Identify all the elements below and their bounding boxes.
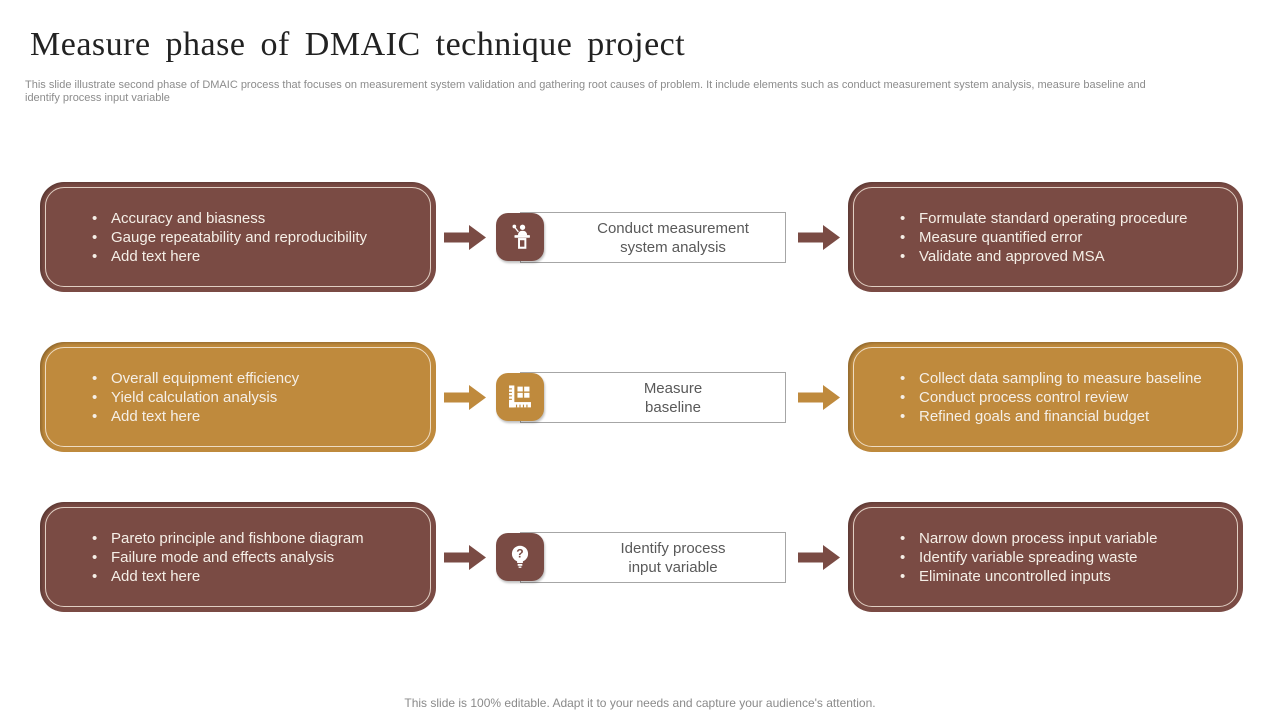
- bullet-item: Eliminate uncontrolled inputs: [898, 567, 1217, 586]
- presenter-podium-icon: [496, 213, 544, 261]
- svg-text:?: ?: [516, 547, 523, 561]
- bullet-item: Conduct process control review: [898, 388, 1217, 407]
- step-label-box: Measure baseline: [520, 372, 786, 423]
- right-arrow-icon: [798, 225, 840, 250]
- right-bullet-box: Narrow down process input variable Ident…: [848, 502, 1243, 612]
- bullet-item: Pareto principle and fishbone diagram: [90, 529, 410, 548]
- step-label: Measure: [643, 379, 703, 397]
- bullet-list: Overall equipment efficiency Yield calcu…: [40, 342, 436, 452]
- right-arrow-icon: [444, 545, 486, 570]
- right-arrow-icon: [798, 385, 840, 410]
- slide-subtitle: This slide illustrate second phase of DM…: [25, 79, 1146, 104]
- step-label: baseline: [645, 398, 701, 416]
- bullet-item: Gauge repeatability and reproducibility: [90, 228, 410, 247]
- step-label: system analysis: [620, 238, 726, 256]
- right-arrow-icon: [444, 225, 486, 250]
- bulb-question-icon: ?: [496, 533, 544, 581]
- bullet-item: Yield calculation analysis: [90, 388, 410, 407]
- right-bullet-box: Formulate standard operating procedure M…: [848, 182, 1243, 292]
- footer-note: This slide is 100% editable. Adapt it to…: [404, 696, 876, 710]
- bullet-item: Validate and approved MSA: [898, 247, 1217, 266]
- bullet-item: Identify variable spreading waste: [898, 548, 1217, 567]
- bullet-item: Narrow down process input variable: [898, 529, 1217, 548]
- right-bullet-box: Collect data sampling to measure baselin…: [848, 342, 1243, 452]
- process-row-measure-baseline: Overall equipment efficiency Yield calcu…: [0, 342, 1280, 452]
- bullet-item: Collect data sampling to measure baselin…: [898, 369, 1217, 388]
- ruler-measure-icon: [496, 373, 544, 421]
- bullet-item: Refined goals and financial budget: [898, 407, 1217, 426]
- bullet-item: Accuracy and biasness: [90, 209, 410, 228]
- bullet-list: Narrow down process input variable Ident…: [848, 502, 1243, 612]
- step-label: Conduct measurement: [597, 219, 749, 237]
- step-label-box: Identify process input variable: [520, 532, 786, 583]
- left-bullet-box: Accuracy and biasness Gauge repeatabilit…: [40, 182, 436, 292]
- bullet-list: Formulate standard operating procedure M…: [848, 182, 1243, 292]
- left-bullet-box: Pareto principle and fishbone diagram Fa…: [40, 502, 436, 612]
- page-title: Measure phase of DMAIC technique project: [30, 26, 686, 63]
- right-arrow-icon: [444, 385, 486, 410]
- step-label-box: Conduct measurement system analysis: [520, 212, 786, 263]
- bullet-list: Pareto principle and fishbone diagram Fa…: [40, 502, 436, 612]
- bullet-item: Failure mode and effects analysis: [90, 548, 410, 567]
- step-label: input variable: [628, 558, 718, 576]
- bullet-item: Formulate standard operating procedure: [898, 209, 1217, 228]
- bullet-list: Collect data sampling to measure baselin…: [848, 342, 1243, 452]
- bullet-item: Overall equipment efficiency: [90, 369, 410, 388]
- bullet-item: Add text here: [90, 407, 410, 426]
- bullet-item: Measure quantified error: [898, 228, 1217, 247]
- step-label: Identify process: [620, 539, 726, 557]
- left-bullet-box: Overall equipment efficiency Yield calcu…: [40, 342, 436, 452]
- process-row-measurement-system: Accuracy and biasness Gauge repeatabilit…: [0, 182, 1280, 292]
- right-arrow-icon: [798, 545, 840, 570]
- bullet-item: Add text here: [90, 247, 410, 266]
- bullet-item: Add text here: [90, 567, 410, 586]
- process-row-input-variable: Pareto principle and fishbone diagram Fa…: [0, 502, 1280, 612]
- bullet-list: Accuracy and biasness Gauge repeatabilit…: [40, 182, 436, 292]
